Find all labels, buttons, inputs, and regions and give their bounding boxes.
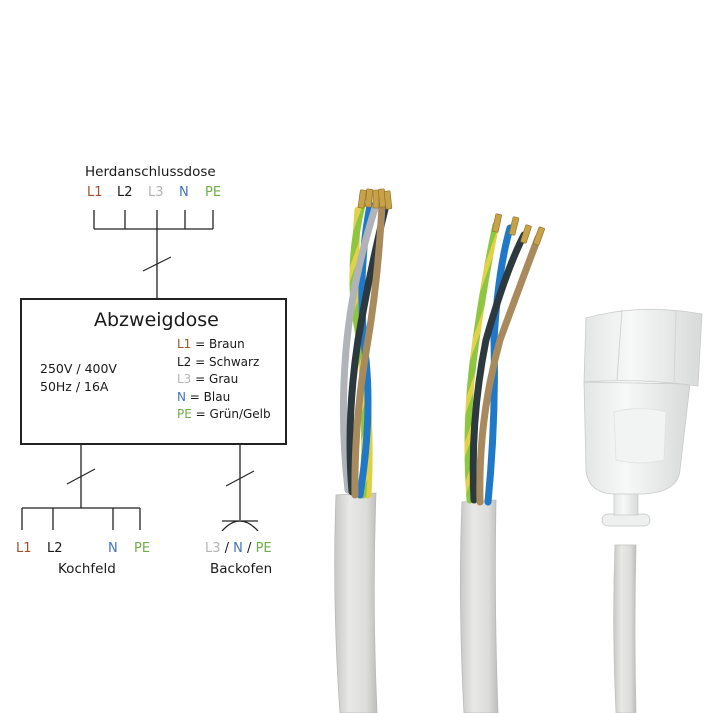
terminal-label: L3 [148, 185, 164, 200]
kochfeld-slash [66, 468, 96, 485]
five-wire-cable [334, 188, 393, 713]
junction-box-specs: 250V / 400V 50Hz / 16A [40, 360, 117, 396]
legend-row-l2: L2 = Schwarz [177, 354, 260, 369]
wire-blue [484, 224, 514, 506]
cap-facet-line [673, 309, 677, 385]
terminal-label: N [179, 185, 189, 200]
source-terminal-l2: L2 [117, 185, 133, 201]
wire-brown [351, 201, 386, 499]
brass-ferrules [492, 213, 545, 246]
source-terminal-n: N [179, 185, 189, 201]
brass-ferrules [357, 188, 393, 210]
wire-black [469, 231, 528, 504]
terminal-label: L1 [87, 185, 103, 200]
source-terminal-l1: L1 [87, 185, 103, 201]
kochfeld-terminal-n: N [108, 541, 118, 556]
kochfeld-terminal-l2: L2 [47, 541, 63, 556]
legend-row-l1: L1 = Braun [177, 337, 245, 351]
four-wire-cable [460, 213, 545, 713]
cap-facet-line [616, 309, 623, 381]
source-terminal-l3: L3 [148, 185, 164, 201]
wire-color-legend: L1 = Braun L2 = Schwarz L3 = Grau N = Bl… [177, 336, 271, 424]
terminal-label: L2 [117, 185, 133, 200]
junction-box-title: Abzweigdose [94, 309, 219, 331]
grip-recess [613, 408, 667, 464]
source-title: Herdanschlussdose [85, 164, 216, 180]
frequency-current-spec: 50Hz / 16A [40, 379, 109, 394]
backofen-plug-arc [221, 520, 259, 532]
junction-box-frame [20, 298, 287, 445]
legend-row-l3: L3 = Grau [177, 372, 239, 386]
voltage-spec: 250V / 400V [40, 361, 117, 376]
wire-brown [476, 234, 542, 506]
legend-row-n: N = Blau [177, 389, 231, 404]
wire-grey [339, 201, 380, 494]
backofen-slash [225, 470, 255, 487]
backofen-label: Backofen [210, 561, 273, 577]
terminal-label: PE [205, 185, 222, 200]
wire-green-yellow [464, 221, 500, 504]
legend-row-pe: PE = Grün/Gelb [177, 407, 271, 421]
multi-conductor-slash [142, 256, 172, 272]
kochfeld-label: Kochfeld [58, 561, 116, 577]
connector-cable [613, 544, 637, 713]
kochfeld-terminal-l1: L1 [16, 541, 32, 556]
cable-sheath [334, 492, 378, 713]
connector-cap [583, 308, 703, 387]
source-terminal-pe: PE [205, 185, 221, 201]
kochfeld-terminal-pe: PE [134, 541, 151, 556]
strain-relief-ring [601, 513, 651, 527]
cable-sheath [460, 499, 499, 713]
socket-connector [583, 308, 703, 713]
backofen-terminals: L3 / N / PE [205, 541, 272, 556]
